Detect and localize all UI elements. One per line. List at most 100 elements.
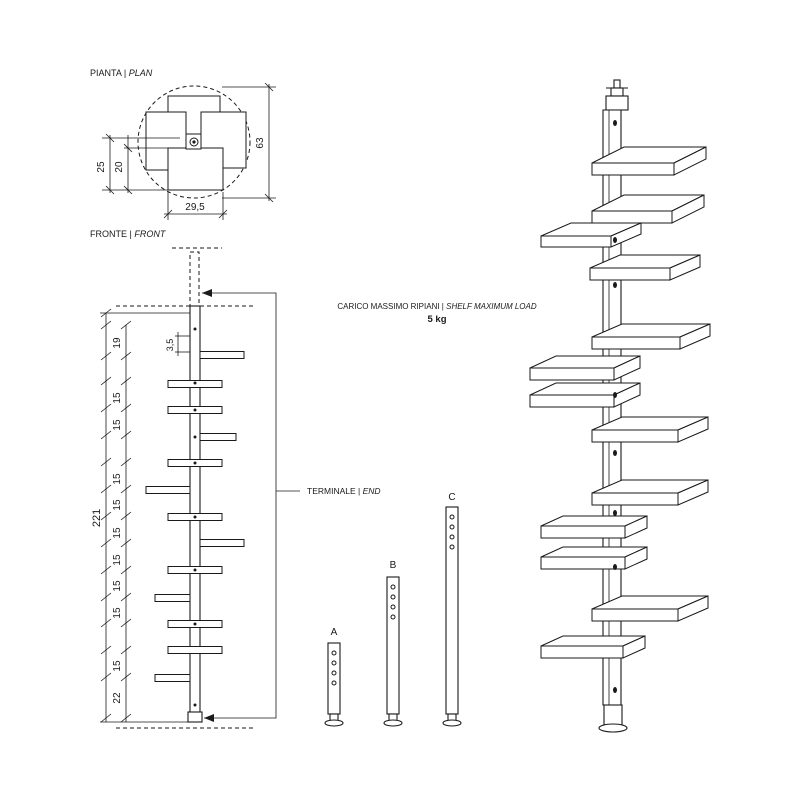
- variant-hole: [449, 534, 455, 540]
- persp-shelf: [591, 416, 709, 443]
- variant-hole: [390, 584, 396, 590]
- dim-tick: [100, 351, 112, 361]
- dim-tick: [100, 511, 112, 521]
- persp-shelf: [591, 595, 709, 622]
- plan-pole-hole-center: [192, 140, 196, 144]
- dim-tick: [120, 511, 132, 521]
- variant-hole: [390, 614, 396, 620]
- front-dim-segment-label: 19: [112, 337, 123, 349]
- persp-shelf: [591, 479, 709, 506]
- front-pole-hole: [193, 461, 197, 465]
- dim-tick: [120, 645, 132, 655]
- persp-shelf: [540, 222, 642, 248]
- persp-pole-hole: [613, 450, 617, 456]
- persp-shelf: [529, 382, 641, 408]
- variant-label: A: [331, 627, 338, 638]
- variant-c: C: [442, 492, 462, 727]
- dim-tick: [120, 538, 132, 548]
- front-dim-segment-label: 15: [112, 660, 123, 672]
- plan-dim-left-inner-label: 20: [114, 161, 125, 173]
- front-dim-segment-label: 15: [112, 580, 123, 592]
- front-dim-shelf-gap-label: 3,5: [165, 339, 175, 352]
- persp-pole-hole: [613, 687, 617, 693]
- front-pole: [189, 305, 201, 719]
- plan-dim-left: 25 20: [96, 133, 180, 195]
- dim-tick: [100, 320, 112, 330]
- persp-pole-hole: [613, 564, 617, 570]
- front-pole-hole: [193, 381, 197, 385]
- variant-foot-pad: [383, 719, 403, 727]
- variant-label: C: [448, 492, 455, 503]
- dim-tick: [100, 484, 112, 494]
- persp-shelf: [540, 515, 648, 539]
- plan-outline-circle: [137, 85, 251, 199]
- front-extension-dashed: [189, 251, 200, 307]
- front-title: FRONTE | FRONT: [90, 229, 167, 239]
- persp-shelves: [529, 120, 711, 693]
- front-pole-foot: [187, 711, 203, 723]
- front-shelf: [199, 351, 245, 359]
- variant-hole: [449, 524, 455, 530]
- persp-shelf: [529, 355, 641, 381]
- persp-foot-pad: [598, 723, 628, 733]
- plan-dim-width: 29,5: [163, 192, 228, 220]
- front-dim-total-label: 221: [91, 509, 103, 527]
- terminal-callout: TERMINALE | END: [202, 289, 381, 722]
- variant-label: B: [390, 560, 397, 571]
- front-dim-shelf-gap: 3,5: [165, 332, 190, 356]
- dim-tick: [120, 565, 132, 575]
- persp-shelf: [540, 546, 648, 570]
- persp-shelf: [591, 323, 711, 350]
- front-pole-hole: [193, 515, 197, 519]
- persp-shelf: [589, 254, 701, 281]
- variant-hole: [331, 660, 337, 666]
- persp-foot: [603, 704, 623, 726]
- front-pole-hole: [193, 408, 197, 412]
- front-dim-segment-label: 15: [112, 392, 123, 404]
- dim-tick: [120, 351, 132, 361]
- variant-hole: [331, 670, 337, 676]
- dim-tick: [100, 565, 112, 575]
- persp-top-block: [605, 95, 629, 111]
- persp-pole-hole: [613, 510, 617, 516]
- variant-pole: [327, 642, 341, 715]
- dim-tick: [100, 403, 112, 413]
- dim-tick: [120, 457, 132, 467]
- load-label: CARICO MASSIMO RIPIANI | SHELF MAXIMUM L…: [337, 302, 537, 311]
- dim-tick: [100, 457, 112, 467]
- variant-hole: [449, 514, 455, 520]
- dim-tick: [100, 672, 112, 682]
- pole-variants: A B C: [324, 492, 462, 727]
- plan-view: PIANTA | PLAN 63 25: [90, 68, 276, 220]
- plan-pole-hole: [189, 137, 199, 147]
- front-shelf: [199, 539, 245, 547]
- front-dim-segment-label: 15: [112, 419, 123, 431]
- variant-b: B: [383, 560, 403, 727]
- dim-tick: [120, 713, 132, 723]
- front-shelf: [154, 674, 191, 682]
- front-shelf: [199, 433, 237, 441]
- dim-tick: [100, 592, 112, 602]
- variant-hole: [390, 594, 396, 600]
- plan-shelf-bottom: [167, 147, 224, 191]
- persp-shelf: [591, 146, 707, 176]
- front-dim-segment-label: 15: [112, 607, 123, 619]
- plan-dim-width-label: 29,5: [185, 202, 205, 213]
- variant-hole: [331, 680, 337, 686]
- front-pole-hole: [193, 435, 197, 439]
- dim-tick: [100, 645, 112, 655]
- persp-pole-hole: [613, 237, 617, 243]
- load-value: 5 kg: [427, 314, 446, 325]
- front-view: FRONTE | FRONT 3,5 221 19151515151515151…: [90, 229, 381, 729]
- front-dim-segment-label: 15: [112, 473, 123, 485]
- dim-tick: [120, 618, 132, 628]
- persp-shelf: [540, 635, 646, 659]
- front-pole-hole: [193, 568, 197, 572]
- variant-a: A: [324, 627, 344, 727]
- dim-tick: [120, 320, 132, 330]
- dim-tick: [120, 403, 132, 413]
- front-shelf: [154, 594, 191, 602]
- variant-hole: [331, 650, 337, 656]
